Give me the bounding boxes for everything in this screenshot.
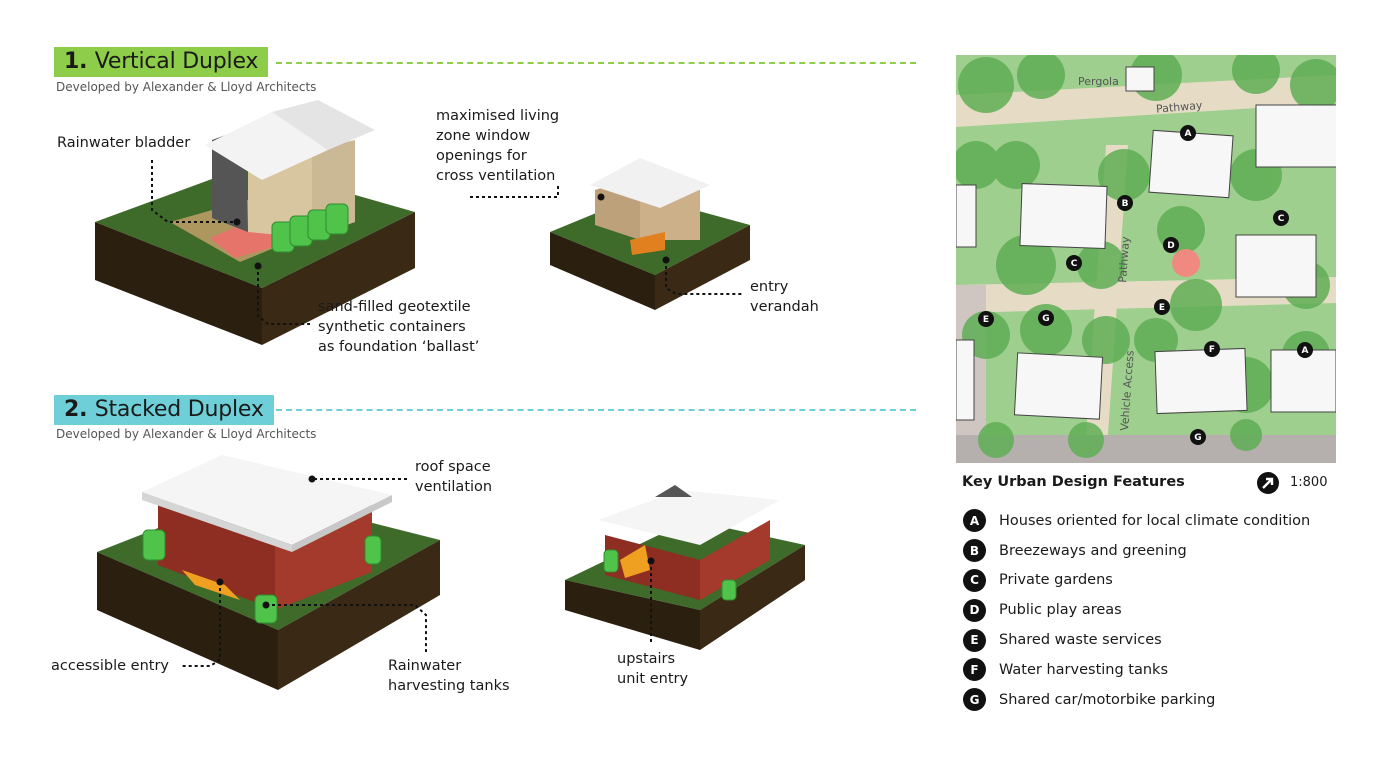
key-list: A Houses oriented for local climate condi… [963, 506, 1310, 715]
map-marker: C [1273, 210, 1289, 226]
map-marker: D [1163, 237, 1179, 253]
callout-accessible-entry: accessible entry [51, 658, 169, 674]
key-badge: F [963, 658, 986, 682]
key-text: Private gardens [999, 572, 1113, 589]
map-marker: E [1154, 299, 1170, 315]
site-plan-map: Pergola Pathway Pathway Vehicle Access A… [956, 55, 1336, 463]
svg-text:E: E [1159, 303, 1165, 313]
callout-dots [216, 193, 670, 609]
callout-entry-verandah: entry verandah [750, 279, 819, 315]
svg-text:G: G [1194, 433, 1201, 443]
map-label-pathway: Pathway [1156, 99, 1204, 116]
key-badge: C [963, 568, 986, 592]
map-marker: F [1204, 341, 1220, 357]
svg-text:E: E [983, 315, 989, 325]
key-badge: D [963, 598, 986, 622]
vertical-duplex-model-small [550, 158, 750, 310]
section-name: Vertical Duplex [94, 49, 259, 74]
callout-upstairs-entry: upstairs unit entry [617, 651, 689, 687]
stacked-duplex-model-small [565, 485, 805, 650]
map-marker: E [978, 311, 994, 327]
section-title-stacked-duplex: 2. Stacked Duplex [54, 395, 274, 425]
key-badge: E [963, 628, 986, 652]
stacked-duplex-model-large [97, 455, 440, 690]
section-number: 2. [64, 397, 88, 422]
key-text: Shared car/motorbike parking [999, 691, 1216, 708]
callout-rainwater-tanks: Rainwater harvesting tanks [388, 658, 510, 694]
section-divider [276, 409, 916, 411]
key-item: F Water harvesting tanks [963, 655, 1310, 685]
section-title-vertical-duplex: 1. Vertical Duplex [54, 47, 269, 77]
map-marker: A [1297, 342, 1313, 358]
map-marker: B [1117, 195, 1133, 211]
key-item: B Breezeways and greening [963, 536, 1310, 566]
callout-geotextile-ballast: sand-filled geotextile synthetic contain… [318, 299, 480, 355]
svg-text:A: A [1185, 129, 1192, 139]
map-label-pergola: Pergola [1078, 75, 1119, 88]
callout-roof-ventilation: roof space ventilation [415, 459, 493, 495]
key-item: E Shared waste services [963, 625, 1310, 655]
section-divider [276, 62, 916, 64]
key-text: Breezeways and greening [999, 542, 1187, 559]
map-markers: A A B C C D E E F G G [978, 125, 1313, 445]
svg-text:C: C [1071, 259, 1078, 269]
key-text: Shared waste services [999, 632, 1162, 649]
section-name: Stacked Duplex [94, 397, 264, 422]
map-marker: G [1038, 310, 1054, 326]
callout-leaders [151, 160, 742, 667]
key-badge: A [963, 509, 986, 533]
key-item: G Shared car/motorbike parking [963, 685, 1310, 715]
svg-text:C: C [1278, 214, 1285, 224]
key-item: C Private gardens [963, 566, 1310, 596]
section-subtitle: Developed by Alexander & Lloyd Architect… [56, 427, 317, 441]
svg-text:F: F [1209, 345, 1215, 355]
svg-text:D: D [1167, 241, 1174, 251]
section-subtitle: Developed by Alexander & Lloyd Architect… [56, 80, 317, 94]
key-item: D Public play areas [963, 595, 1310, 625]
map-marker: G [1190, 429, 1206, 445]
vertical-duplex-model-large [95, 100, 415, 345]
north-arrow-icon [1256, 471, 1280, 495]
svg-text:G: G [1042, 314, 1049, 324]
map-marker: A [1180, 125, 1196, 141]
scale-label: 1:800 [1290, 475, 1328, 490]
svg-text:A: A [1302, 346, 1309, 356]
key-text: Water harvesting tanks [999, 661, 1168, 678]
key-text: Public play areas [999, 602, 1122, 619]
map-label-pathway: Pathway [1116, 236, 1132, 284]
key-text: Houses oriented for local climate condit… [999, 512, 1311, 529]
map-label-vehicle-access: Vehicle Access [1118, 350, 1137, 431]
key-title: Key Urban Design Features [962, 474, 1185, 490]
key-item: A Houses oriented for local climate condi… [963, 506, 1310, 536]
svg-text:B: B [1122, 199, 1129, 209]
section-number: 1. [64, 49, 88, 74]
key-badge: G [963, 688, 986, 712]
map-marker: C [1066, 255, 1082, 271]
key-badge: B [963, 539, 986, 563]
callout-rainwater-bladder: Rainwater bladder [57, 135, 191, 151]
duplex-illustrations [95, 100, 805, 690]
callout-window-openings: maximised living zone window openings fo… [436, 108, 560, 184]
